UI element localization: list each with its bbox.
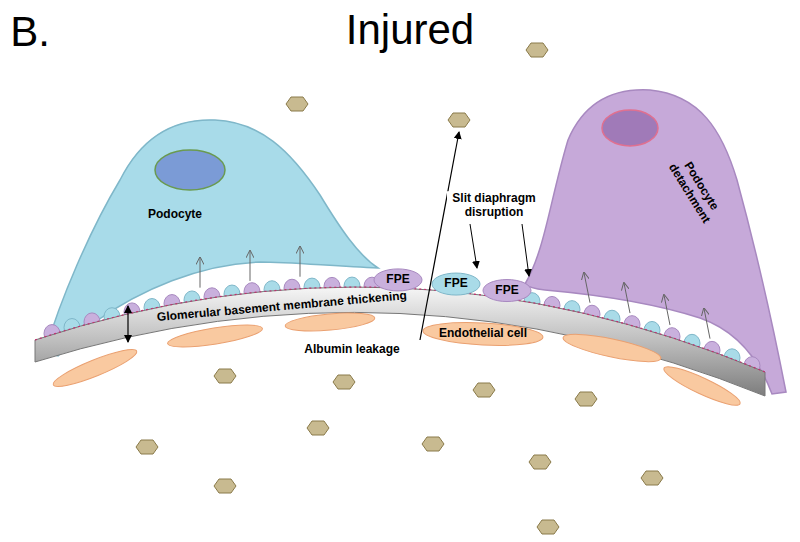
movement-arrow bbox=[250, 251, 251, 281]
effaced-foot-process bbox=[432, 273, 480, 295]
albumin-molecule bbox=[641, 471, 663, 485]
callout-label: Albumin leakage bbox=[304, 343, 399, 357]
movement-arrow bbox=[584, 273, 590, 303]
albumin-molecule bbox=[136, 440, 158, 454]
albumin-molecule bbox=[448, 113, 470, 127]
podocyte-nucleus bbox=[602, 110, 658, 146]
albumin-molecule bbox=[214, 369, 236, 383]
basement-membrane bbox=[35, 287, 765, 396]
movement-arrow bbox=[704, 309, 710, 339]
movement-arrow bbox=[664, 295, 670, 325]
slit-diaphragms bbox=[35, 287, 765, 372]
callout-label: Slit diaphragm disruption bbox=[447, 191, 541, 221]
albumin-molecule bbox=[286, 97, 308, 111]
albumin-molecule bbox=[537, 520, 559, 534]
pointer-arrow bbox=[470, 224, 477, 268]
albumin-molecule bbox=[473, 383, 495, 397]
albumin-molecule bbox=[529, 455, 551, 469]
endothelial-cells bbox=[50, 310, 743, 411]
albumin-molecule bbox=[333, 375, 355, 389]
fpe-label: FPE bbox=[444, 277, 467, 291]
albumin-molecule bbox=[307, 421, 329, 435]
pointer-arrow bbox=[522, 224, 529, 276]
cell-label: Endothelial cell bbox=[439, 327, 527, 341]
albumin-molecule bbox=[526, 43, 548, 57]
leakage-arrow bbox=[420, 132, 459, 340]
albumin-molecule bbox=[214, 479, 236, 493]
albumin-molecule bbox=[422, 437, 444, 451]
movement-arrow bbox=[624, 283, 630, 313]
panel-letter: B. bbox=[10, 8, 50, 56]
movement-arrow bbox=[200, 258, 201, 288]
albumin-molecule bbox=[575, 392, 597, 406]
effaced-foot-process bbox=[483, 280, 531, 302]
detachment-arrows bbox=[200, 247, 710, 339]
podocyte-nucleus bbox=[155, 150, 225, 190]
fpe-label: FPE bbox=[386, 273, 409, 287]
fpe-label: FPE bbox=[495, 284, 518, 298]
cell-label: Podocyte bbox=[148, 208, 202, 222]
diagram-title: Injured bbox=[346, 6, 474, 54]
thickness-arrow bbox=[127, 306, 128, 342]
effaced-foot-process bbox=[374, 269, 422, 291]
movement-arrow bbox=[300, 247, 301, 277]
